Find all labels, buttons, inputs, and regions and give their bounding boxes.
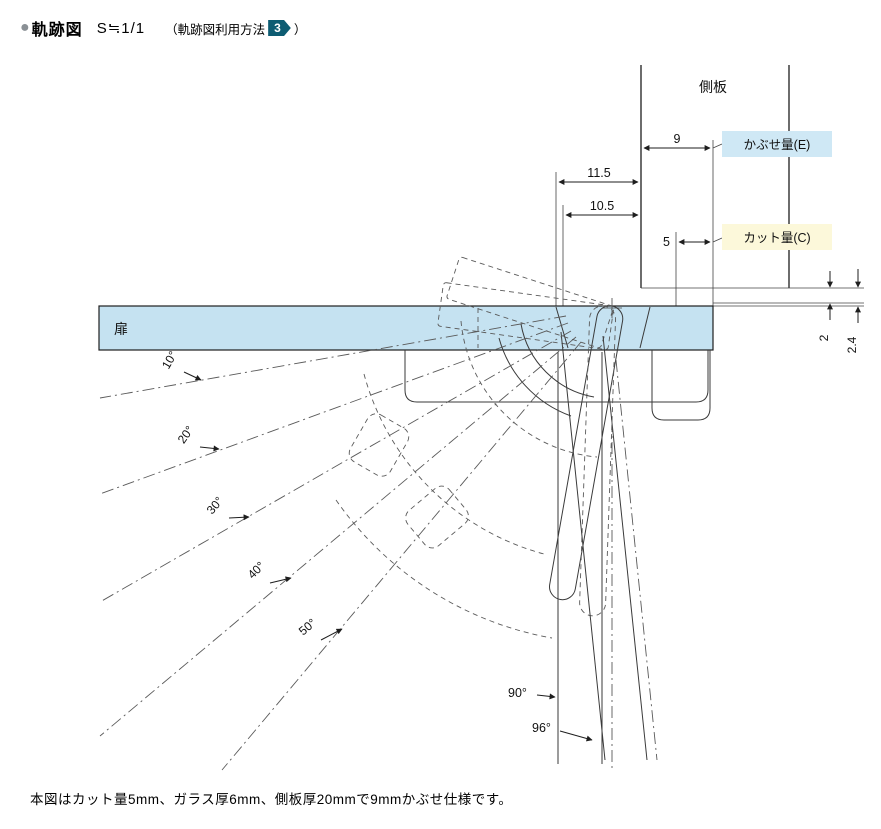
scale-label: S≒1/1	[96, 20, 146, 37]
dim-9-label: 9	[674, 132, 681, 146]
radial-96deg	[615, 359, 658, 761]
radial-30deg	[99, 330, 572, 603]
hinge-group	[404, 298, 711, 421]
door-96-inner-face	[602, 335, 648, 761]
dimension-group: 9 11.5 10.5 5	[558, 132, 723, 249]
door-96-outer-face	[560, 331, 606, 761]
cut-amount-box	[722, 224, 832, 250]
angle-label-90: 90°	[508, 686, 527, 700]
radial-50deg	[221, 341, 582, 771]
dim-2-4-label: 2.4	[845, 336, 859, 353]
method-note-suffix: ）	[293, 22, 307, 37]
trajectory-arcs-group	[335, 320, 598, 639]
angle-label-40: 40°	[245, 559, 268, 582]
side-panel-group: 側板	[640, 65, 864, 307]
footer-note: 本図はカット量5mm、ガラス厚6mm、側板厚20mmで9mmかぶせ仕様です。	[30, 792, 513, 807]
dim-2-label: 2	[817, 334, 831, 341]
radial-20deg	[99, 322, 569, 495]
cut-amount-label: カット量(C)	[743, 231, 810, 245]
callout-boxes-group: かぶせ量(E) カット量(C)	[722, 131, 832, 250]
page-title: 軌跡図	[31, 22, 83, 39]
clearance-dims-group: 2 2.4	[817, 269, 861, 353]
hinge-arm-outline	[651, 350, 711, 421]
rotated-positions-group	[348, 256, 648, 764]
dim-11-5-label: 11.5	[587, 166, 610, 180]
side-panel-label: 側板	[699, 79, 727, 95]
overlay-leader-line	[712, 143, 723, 149]
trajectory-lines-group	[99, 315, 658, 771]
radial-40deg	[99, 336, 577, 737]
angle-label-30: 30°	[204, 494, 227, 517]
angle-label-50: 50°	[296, 616, 319, 639]
angle-labels-group: 10° 20° 30° 40° 50° 90° 96°	[159, 348, 593, 742]
radial-10deg	[99, 315, 567, 399]
method-badge: 3	[268, 20, 291, 36]
diagram-header: ● 軌跡図 S≒1/1 （軌跡図利用方法 3 ）	[20, 16, 306, 40]
bullet-icon: ●	[20, 19, 30, 36]
angle-label-96: 96°	[532, 721, 551, 735]
angle-label-20: 20°	[175, 423, 197, 446]
dim-10-5-label: 10.5	[590, 199, 614, 213]
overlay-amount-label: かぶせ量(E)	[744, 138, 811, 152]
angle-label-10: 10°	[159, 348, 180, 371]
overlay-amount-box	[722, 131, 832, 157]
cut-leader-line	[712, 237, 723, 243]
hinge-body-outline	[404, 350, 709, 403]
method-note-prefix: （軌跡図利用方法	[165, 22, 266, 37]
extension-lines-group	[555, 140, 714, 306]
door-label: 扉	[114, 321, 128, 337]
dim-5-label: 5	[663, 235, 670, 249]
